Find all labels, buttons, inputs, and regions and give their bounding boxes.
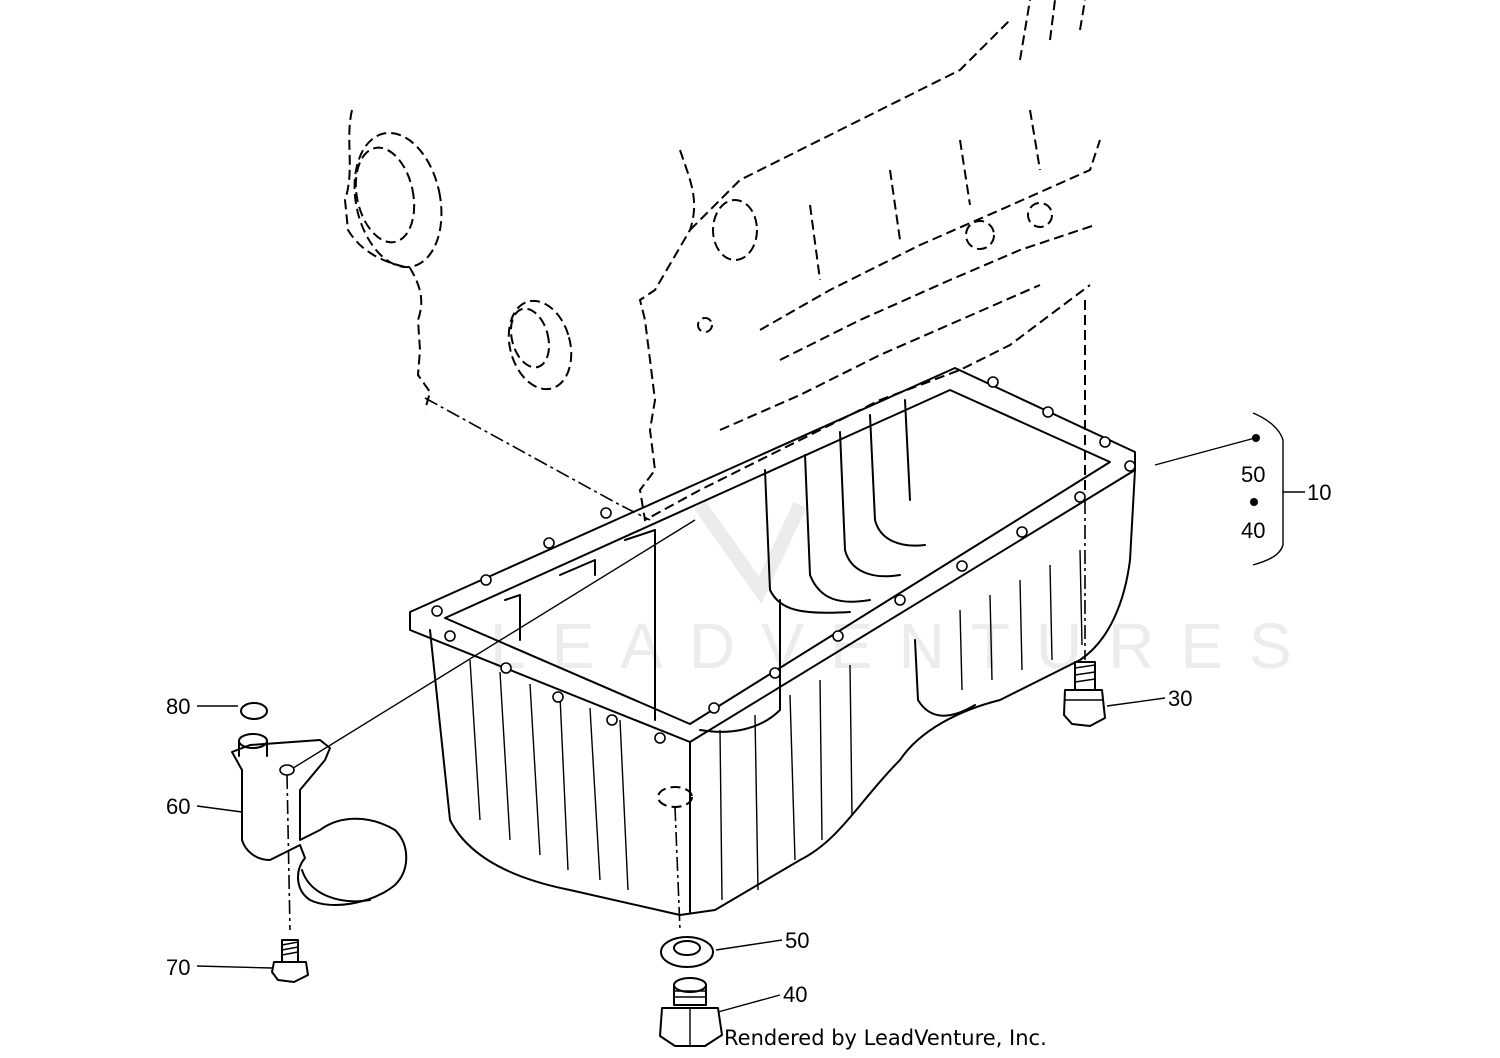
strainer-connector-line xyxy=(289,519,696,771)
callout-40: 40 xyxy=(783,982,807,1007)
bolt-70 xyxy=(271,939,309,983)
callout-labels: 10 50 40 30 80 60 70 50 40 xyxy=(166,462,1331,1007)
callout-30: 30 xyxy=(1168,686,1192,711)
watermark-text: LEADVENTURES xyxy=(490,610,1318,682)
leader-lines xyxy=(196,412,1305,1013)
callout-40-kit: 40 xyxy=(1241,518,1265,543)
engine-block-phantom xyxy=(343,0,1101,522)
callout-70: 70 xyxy=(166,955,190,980)
oil-strainer xyxy=(231,733,408,931)
o-ring xyxy=(240,702,268,720)
flange-bolt-holes xyxy=(431,376,1136,744)
oil-pan xyxy=(409,367,1136,931)
callout-80: 80 xyxy=(166,694,190,719)
bolt-30 xyxy=(1063,661,1106,727)
render-credit: Rendered by LeadVenture, Inc. xyxy=(724,1026,1047,1050)
callout-50-kit: 50 xyxy=(1241,462,1265,487)
washer-50 xyxy=(660,936,714,968)
callout-50: 50 xyxy=(785,928,809,953)
callout-60: 60 xyxy=(166,794,190,819)
watermark: LEADVENTURES xyxy=(490,500,1318,682)
drain-plug-40 xyxy=(659,977,723,1047)
callout-10: 10 xyxy=(1307,480,1331,505)
